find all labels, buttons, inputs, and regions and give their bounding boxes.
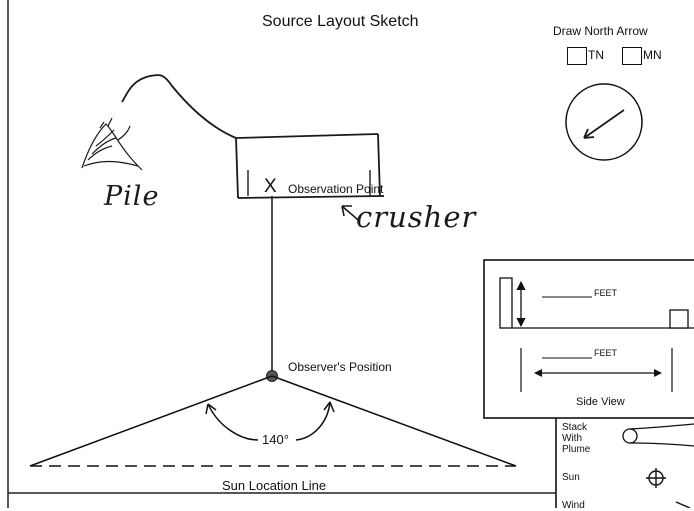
wind-arrow-icon	[675, 501, 691, 508]
north-arrow-sketch	[583, 109, 625, 139]
sun-angle-left-leg	[29, 375, 273, 467]
feet-bottom-label: FEET	[594, 348, 618, 358]
side-view-stack	[499, 277, 513, 329]
page-title: Source Layout Sketch	[262, 13, 419, 30]
angle-arc-left	[207, 403, 259, 441]
mn-label: MN	[643, 48, 662, 62]
crusher-right-edge	[377, 133, 381, 197]
observer-position-label: Observer's Position	[288, 360, 392, 374]
angle-label: 140°	[262, 432, 289, 447]
feet-top-label: FEET	[594, 288, 618, 298]
pile-sketch	[81, 117, 143, 171]
side-view-caption: Side View	[576, 396, 625, 408]
crusher-top-edge	[235, 133, 379, 139]
crusher-path-sketch	[121, 74, 237, 139]
north-arrow-circle[interactable]	[565, 83, 643, 161]
crusher-handwritten-label: crusher	[356, 200, 477, 234]
plume-lines	[629, 423, 694, 447]
north-arrow-label: Draw North Arrow	[553, 24, 648, 38]
crusher-left-edge	[235, 137, 239, 199]
crusher-arrow	[341, 205, 361, 223]
pile-handwritten-label: Pile	[104, 181, 160, 212]
mn-checkbox[interactable]	[622, 47, 642, 65]
crusher-bottom-edge	[237, 195, 385, 199]
legend-wind-label: Wind	[562, 500, 585, 511]
legend-sun-label: Sun	[562, 472, 580, 483]
side-view-height-arrowheads	[516, 280, 526, 328]
side-view-box	[483, 259, 694, 419]
angle-arrow-right	[323, 401, 335, 413]
observation-point-mark: X	[264, 176, 277, 197]
tn-checkbox[interactable]	[567, 47, 587, 65]
angle-arrow-left	[205, 403, 217, 415]
side-view-receptor	[669, 309, 689, 329]
tn-label: TN	[588, 48, 604, 62]
plume-symbol	[622, 428, 638, 444]
sun-location-line-label: Sun Location Line	[222, 478, 327, 493]
legend-stack-label: Stack With Plume	[562, 422, 591, 455]
angle-arc-right	[295, 401, 331, 441]
observation-point-label: Observation Point	[288, 182, 384, 196]
sun-angle-right-leg	[271, 375, 517, 467]
